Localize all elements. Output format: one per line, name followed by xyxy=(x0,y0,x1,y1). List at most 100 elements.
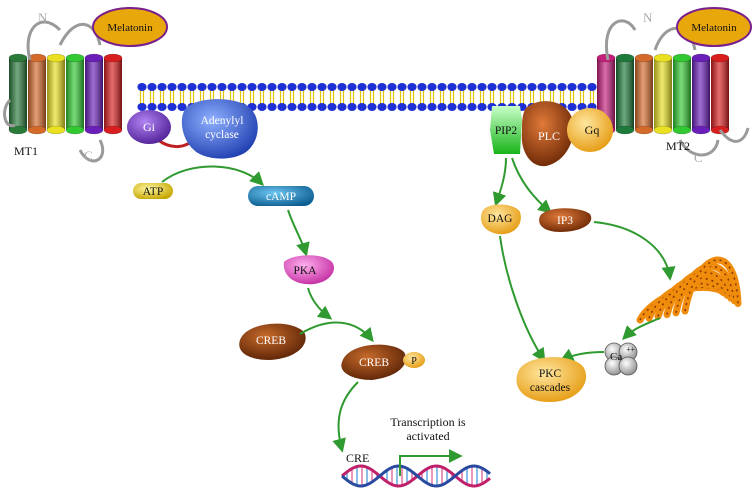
calcium-charge: ++ xyxy=(626,345,636,354)
lipid-head xyxy=(487,83,497,91)
helix-bottom xyxy=(634,125,654,135)
lipid-head xyxy=(367,103,377,111)
helix-top xyxy=(672,53,692,63)
lipid-head xyxy=(277,103,287,111)
lipid-head xyxy=(437,103,447,111)
lipid-head xyxy=(287,83,297,91)
helix-shading xyxy=(47,58,65,130)
helix-bottom xyxy=(8,125,28,135)
cre-label: CRE xyxy=(346,451,369,465)
lipid-head xyxy=(407,83,417,91)
mt2-c-terminus: C xyxy=(694,150,703,165)
mt1-helices xyxy=(8,53,123,135)
atp xyxy=(133,183,173,199)
helix-bottom xyxy=(103,125,123,135)
lipid-head xyxy=(377,103,387,111)
plc-pathway: DAG IP3 Ca ++ PKC cascades xyxy=(480,157,742,402)
helix-shading xyxy=(692,58,710,130)
lipid-head xyxy=(157,83,167,91)
lipid-head xyxy=(217,83,227,91)
mt2-receptor: N C MT2 Melatonin xyxy=(596,7,752,165)
arrow-camp-pka xyxy=(287,209,310,257)
lipid-head xyxy=(407,103,417,111)
helix-top xyxy=(8,53,28,63)
helix-top xyxy=(691,53,711,63)
lipid-head xyxy=(417,103,427,111)
phosphate-label: P xyxy=(411,356,417,367)
dna-strand xyxy=(341,464,491,488)
creb-label: CREB xyxy=(256,335,286,347)
camp-pathway: ATP cAMP PKA CREB CREB P CRE Transcripti… xyxy=(133,165,491,488)
mt1-loop xyxy=(58,22,102,46)
lipid-head xyxy=(297,83,307,91)
arrow-ip3-er xyxy=(593,221,676,281)
gi-adenylyl-complex: Gi Adenylyl cyclase xyxy=(127,99,258,159)
lipid-head xyxy=(227,83,237,91)
cell-membrane xyxy=(137,83,597,111)
lipid-head xyxy=(357,83,367,91)
lipid-head xyxy=(587,83,597,91)
lipid-head xyxy=(177,103,187,111)
lipid-head xyxy=(137,83,147,91)
plc-complex: PIP2 PLC Gq xyxy=(490,101,613,167)
helix-top xyxy=(103,53,123,63)
mt1-receptor: N C MT1 Melatonin xyxy=(3,7,168,163)
dna-strand xyxy=(341,464,491,488)
plc-label: PLC xyxy=(538,129,560,143)
melatonin-left-label: Melatonin xyxy=(107,22,153,34)
helix-top xyxy=(46,53,66,63)
atp-label: ATP xyxy=(143,186,163,198)
lipid-head xyxy=(387,83,397,91)
lipid-head xyxy=(237,83,247,91)
adenylyl-cyclase-line1: Adenylyl xyxy=(201,115,244,127)
mt2-loop xyxy=(605,19,637,61)
lipid-head xyxy=(267,103,277,111)
lipid-head xyxy=(537,83,547,91)
lipid-head xyxy=(337,83,347,91)
helix-bottom xyxy=(46,125,66,135)
dag xyxy=(480,204,521,235)
lipid-head xyxy=(447,103,457,111)
lipid-head xyxy=(177,83,187,91)
lipid-head xyxy=(347,103,357,111)
lipid-head xyxy=(377,83,387,91)
er-ribosomes xyxy=(675,265,736,313)
lipid-head xyxy=(517,83,527,91)
helix-top xyxy=(634,53,654,63)
pkc xyxy=(516,357,587,402)
helix-bottom xyxy=(615,125,635,135)
mt2-n-terminus: N xyxy=(643,10,653,25)
dna-helix xyxy=(341,464,491,488)
pip2-label: PIP2 xyxy=(495,125,518,137)
mt2-loop xyxy=(678,139,720,157)
arrow-pip2-dag xyxy=(492,157,507,207)
lipid-head xyxy=(337,103,347,111)
helix-top xyxy=(65,53,85,63)
lipid-head xyxy=(297,103,307,111)
helix-shading xyxy=(711,58,729,130)
arrow-er-calcium xyxy=(622,317,661,340)
lipid-head xyxy=(167,83,177,91)
lipid-head xyxy=(557,83,567,91)
helix-bottom xyxy=(691,125,711,135)
camp xyxy=(248,186,314,206)
arrow-pip2-ip3 xyxy=(511,157,553,214)
calcium-label: Ca xyxy=(610,351,622,363)
lipid-head xyxy=(317,103,327,111)
lipid-head xyxy=(257,103,267,111)
pip2 xyxy=(490,106,522,154)
lipid-head xyxy=(197,83,207,91)
lipid-head xyxy=(397,83,407,91)
mt2-loop xyxy=(718,127,750,143)
arrow-dag-pkc xyxy=(499,235,546,363)
helix-bottom xyxy=(27,125,47,135)
melatonin-right-label: Melatonin xyxy=(691,22,737,34)
adenylyl-cyclase-line2: cyclase xyxy=(205,129,239,141)
lipid-head xyxy=(157,103,167,111)
mt1-c-terminus: C xyxy=(84,148,93,163)
helix-shading xyxy=(85,58,103,130)
phosphate xyxy=(403,352,425,368)
er-ribosomes xyxy=(684,259,739,312)
transcription-arrow xyxy=(399,449,463,476)
gi-label: Gi xyxy=(143,120,156,134)
